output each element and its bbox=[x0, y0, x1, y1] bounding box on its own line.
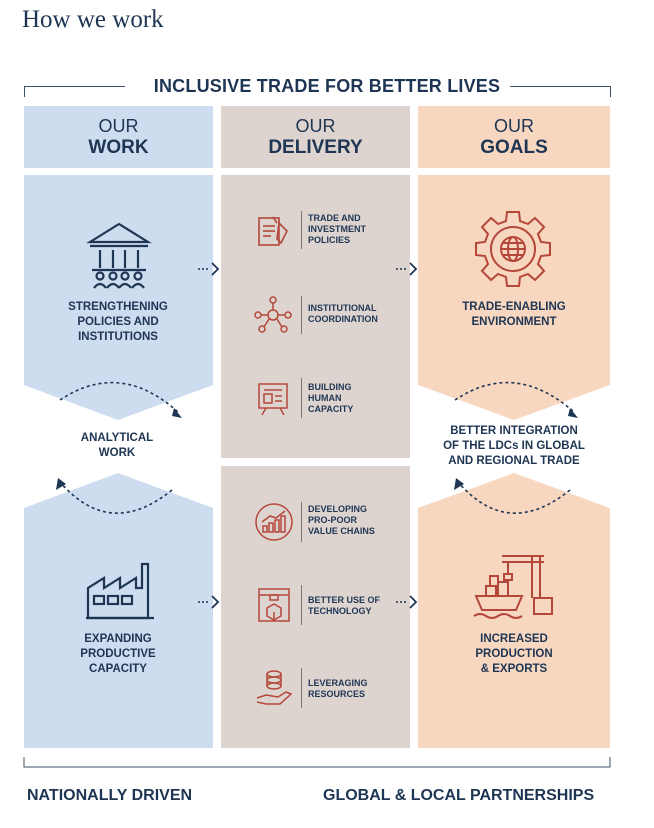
growth-chart-icon bbox=[255, 503, 293, 541]
work-up-arrowhead bbox=[56, 478, 66, 490]
coins-hand-icon bbox=[256, 670, 293, 705]
header-goals: GOALS bbox=[480, 137, 548, 158]
separator bbox=[301, 296, 302, 334]
header-work: WORK bbox=[88, 137, 149, 158]
delivery-bottom-panel bbox=[221, 466, 410, 748]
column-header-work: OUR WORK bbox=[24, 106, 213, 168]
network-coordination-icon bbox=[254, 296, 292, 333]
connector-arrow bbox=[198, 262, 418, 609]
work-top-panel bbox=[24, 175, 213, 420]
bottom-bracket bbox=[23, 757, 611, 768]
column-header-delivery: OUR DELIVERY bbox=[221, 106, 410, 168]
work-bottom-panel bbox=[24, 473, 213, 748]
separator bbox=[301, 668, 302, 708]
gear-globe-icon bbox=[475, 211, 551, 287]
separator bbox=[301, 378, 302, 418]
top-bracket-left bbox=[24, 86, 125, 97]
goals-up-arrowhead bbox=[454, 478, 464, 490]
delivery-top-panel bbox=[221, 175, 410, 458]
separator bbox=[301, 585, 302, 625]
header-our: OUR bbox=[98, 116, 139, 136]
footer-partnerships: GLOBAL & LOCAL PARTNERSHIPS bbox=[323, 787, 595, 804]
footer-nationally-driven: NATIONALLY DRIVEN bbox=[27, 787, 193, 804]
header-our: OUR bbox=[295, 116, 336, 136]
header-our: OUR bbox=[494, 116, 534, 136]
training-board-icon bbox=[258, 383, 288, 416]
separator bbox=[301, 502, 302, 542]
top-bracket-right bbox=[510, 86, 611, 97]
cargo-ship-crane-icon bbox=[473, 555, 553, 619]
page-title: How we work bbox=[22, 6, 164, 33]
3d-printer-icon bbox=[258, 588, 290, 622]
goals-down-arrowhead bbox=[568, 408, 578, 418]
factory-icon bbox=[86, 562, 154, 620]
government-building-icon bbox=[86, 222, 152, 289]
separator bbox=[301, 211, 302, 249]
goals-top-panel bbox=[418, 175, 610, 420]
policy-document-icon bbox=[258, 216, 288, 246]
banner-title: INCLUSIVE TRADE FOR BETTER LIVES bbox=[153, 76, 501, 96]
header-delivery: DELIVERY bbox=[268, 137, 363, 158]
column-header-goals: OUR GOALS bbox=[418, 106, 610, 168]
work-down-arrowhead bbox=[172, 408, 182, 418]
